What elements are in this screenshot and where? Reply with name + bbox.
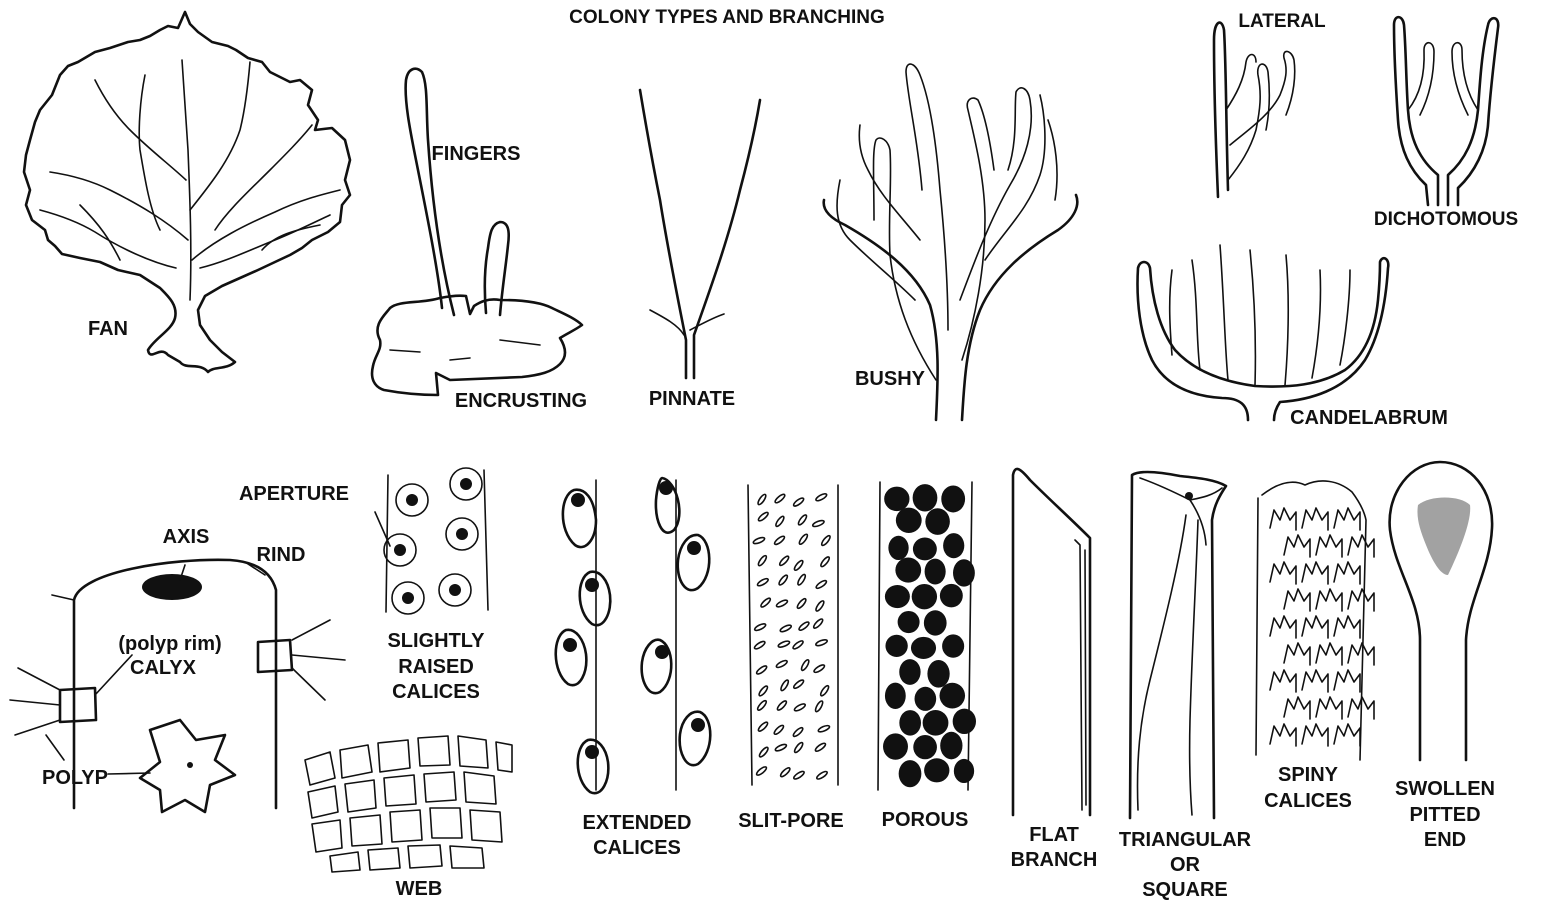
- swollen-end-drawing: [1390, 462, 1493, 760]
- fan-drawing: [24, 12, 350, 372]
- label-extended-1: EXTENDED: [583, 812, 692, 834]
- label-triangular-2: OR: [1170, 854, 1201, 876]
- label-axis: AXIS: [163, 526, 210, 548]
- label-slightly-raised-3: CALICES: [392, 681, 480, 703]
- label-bushy: BUSHY: [855, 368, 926, 390]
- label-rind: RIND: [257, 544, 306, 566]
- label-polyp: POLYP: [42, 767, 108, 789]
- web-drawing: [305, 736, 512, 872]
- label-slit-pore: SLIT-PORE: [738, 810, 844, 832]
- candelabrum-drawing: [1138, 245, 1389, 420]
- label-swollen-3: END: [1424, 829, 1466, 851]
- pinnate-drawing: [640, 90, 760, 378]
- label-extended-2: CALICES: [593, 837, 681, 859]
- flat-branch-drawing: [1013, 469, 1090, 815]
- label-triangular-3: SQUARE: [1142, 879, 1228, 901]
- label-dichotomous: DICHOTOMOUS: [1374, 209, 1518, 230]
- label-flat-2: BRANCH: [1011, 849, 1098, 871]
- label-slightly-raised-2: RAISED: [398, 656, 474, 678]
- label-calyx: CALYX: [130, 657, 197, 679]
- label-flat-1: FLAT: [1029, 824, 1079, 846]
- label-polyp-rim: (polyp rim): [118, 633, 221, 655]
- label-pinnate: PINNATE: [649, 388, 735, 410]
- label-encrusting: ENCRUSTING: [455, 390, 587, 412]
- dichotomous-drawing: [1394, 17, 1498, 205]
- label-aperture: APERTURE: [239, 483, 349, 505]
- diagram-title: COLONY TYPES AND BRANCHING: [569, 7, 885, 28]
- spiny-calices-drawing: [1256, 481, 1374, 760]
- label-triangular-1: TRIANGULAR: [1119, 829, 1252, 851]
- extended-calices-drawing: [556, 478, 711, 793]
- label-spiny-1: SPINY: [1278, 764, 1339, 786]
- slit-pore-drawing: [748, 485, 838, 785]
- bushy-drawing: [824, 64, 1078, 420]
- label-web: WEB: [396, 878, 443, 900]
- label-fan: FAN: [88, 318, 128, 340]
- label-spiny-2: CALICES: [1264, 790, 1352, 812]
- label-slightly-raised-1: SLIGHTLY: [387, 630, 485, 652]
- porous-drawing: [878, 482, 976, 790]
- label-fingers: FINGERS: [432, 143, 521, 165]
- label-candelabrum: CANDELABRUM: [1290, 407, 1448, 429]
- lateral-drawing: [1214, 23, 1295, 197]
- fingers-encrusting-drawing: [372, 69, 582, 395]
- axis-disk: [142, 574, 202, 600]
- triangular-drawing: [1130, 472, 1226, 818]
- label-lateral: LATERAL: [1238, 11, 1326, 32]
- label-swollen-1: SWOLLEN: [1395, 778, 1495, 800]
- label-porous: POROUS: [882, 809, 969, 831]
- label-swollen-2: PITTED: [1409, 804, 1480, 826]
- slightly-raised-calices-drawing: [384, 468, 488, 614]
